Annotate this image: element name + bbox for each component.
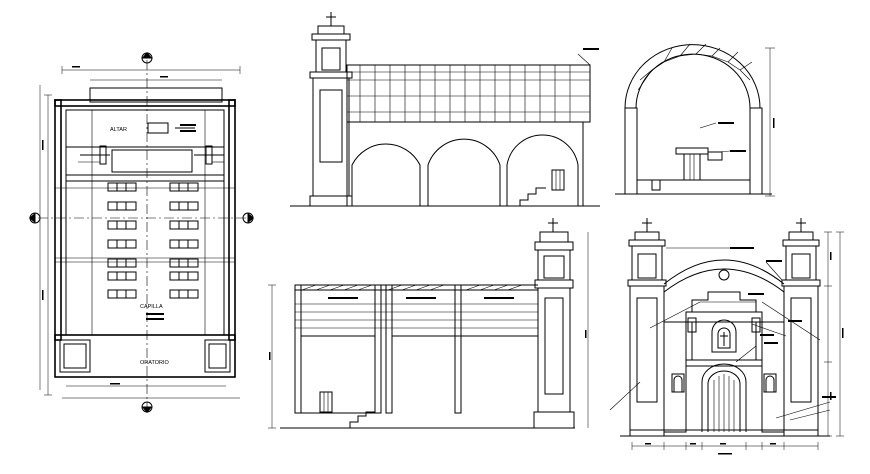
oratorio-label: ORATORIO (140, 360, 170, 366)
cross-icon (548, 218, 558, 232)
cross-section (615, 43, 775, 197)
annotation-leader-icon (649, 293, 764, 329)
pews-right (169, 182, 199, 299)
cross-icon (642, 218, 652, 232)
side-elevation-upper (290, 12, 600, 207)
cross-icon (326, 12, 336, 26)
annotation-leader-icon (609, 381, 836, 421)
section-marker-icon (141, 52, 153, 64)
section-marker-icon (242, 212, 254, 224)
capilla-label: CAPILLA (140, 304, 163, 310)
section-marker-icon (141, 401, 153, 413)
cross-icon (796, 218, 806, 232)
longitudinal-section (268, 218, 589, 429)
floor-plan: ALTAR (29, 52, 254, 413)
annotation-leader-icon (735, 323, 787, 363)
section-marker-icon (29, 212, 41, 224)
front-elevation (609, 218, 844, 455)
altar-label: ALTAR (110, 127, 127, 133)
annotation-leader-icon (761, 301, 821, 341)
pews-left (107, 182, 137, 299)
